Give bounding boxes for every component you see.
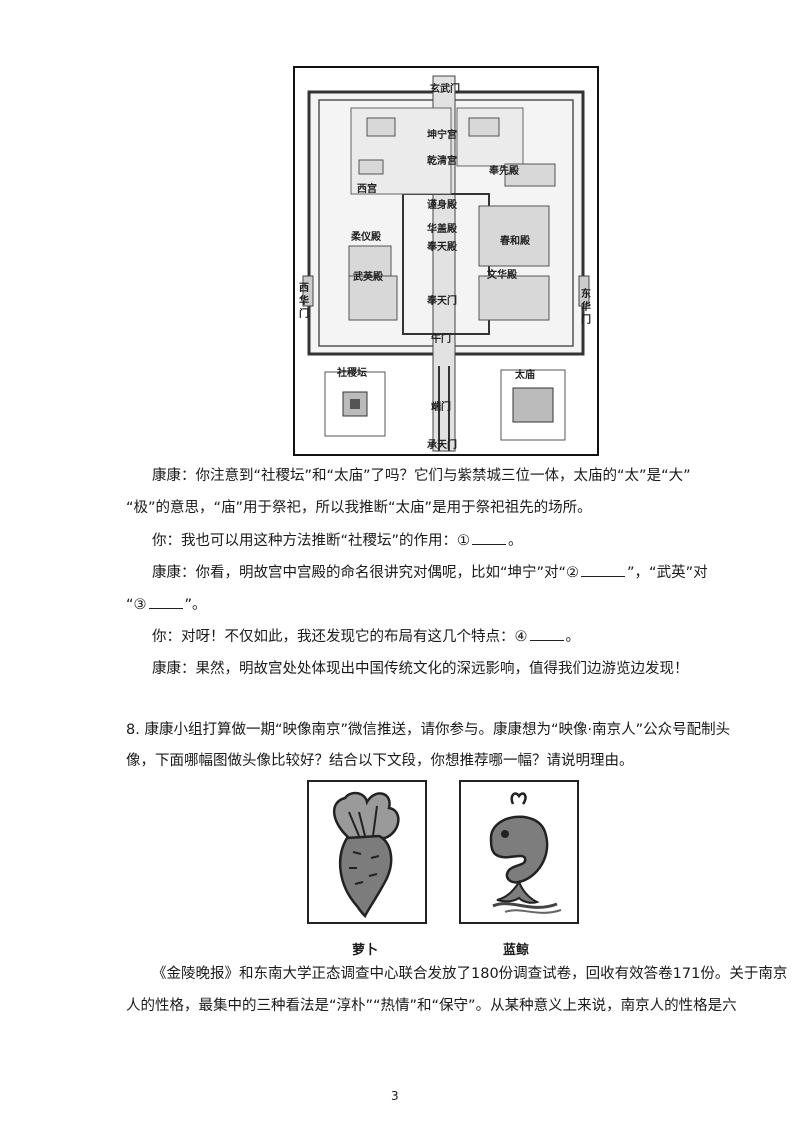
question-8-paragraph-1: 《金陵晚报》和东南大学正态调查中心联合发放了180份调查试卷，回收有效答卷171… [152, 966, 788, 982]
dialogue-text: 康康：你看，明故宫中宫殿的命名很讲究对偶呢，比如“坤宁”对“② [152, 565, 580, 581]
dialogue-text: 。 [565, 629, 581, 645]
dialogue-text: ”。 [184, 597, 207, 613]
dialogue-line-3-cont: “③ ”。 [126, 597, 207, 613]
question-8-paragraph-2: 人的性格，最集中的三种看法是“淳朴”“热情”和“保守”。从某种意义上来说，南京人… [126, 998, 737, 1014]
dialogue-line-4: 你：对呀！不仅如此，我还发现它的布局有这几个特点：④ 。 [152, 629, 580, 645]
question-8-line-2: 像，下面哪幅图做头像比较好？结合以下文段，你想推荐哪一幅？请说明理由。 [126, 753, 634, 769]
question-8-line-1: 8. 康康小组打算做一期“映像南京”微信推送，请你参与。康康想为“映像·南京人”… [126, 722, 731, 738]
caption-radish: 萝卜 [352, 943, 379, 958]
radish-icon [333, 791, 400, 919]
caption-blue-whale: 蓝鲸 [503, 943, 530, 958]
label-rouyi-hall: 柔仪殿 [350, 231, 382, 243]
dialogue-text: 你：我也可以用这种方法推断“社稷坛”的作用：① [152, 533, 471, 549]
label-fengtian-hall: 奉天殿 [426, 240, 458, 253]
label-xihua-gate: 西华门 [299, 283, 309, 320]
label-qianqing-palace: 乾清宫 [427, 154, 457, 167]
blue-whale-avatar-option[interactable] [459, 780, 579, 924]
dialogue-line-2: 你：我也可以用这种方法推断“社稷坛”的作用：① 。 [152, 533, 523, 549]
answer-blank-2[interactable] [581, 565, 626, 577]
dialogue-line-3: 康康：你看，明故宫中宫殿的命名很讲究对偶呢，比如“坤宁”对“② ”，“武英”对 [152, 565, 708, 581]
label-wenhua-hall: 文华殿 [487, 268, 518, 281]
dialogue-line-5: 康康：果然，明故宫处处体现出中国传统文化的深远影响，值得我们边游览边发现！ [152, 661, 689, 677]
palace-map-drawing: 玄武门 坤宁宫 乾清宫 奉先殿 西宫 谨身殿 华盖殿 奉天殿 春和殿 柔仪殿 武… [293, 66, 599, 456]
answer-blank-3[interactable] [148, 597, 183, 609]
answer-blank-1[interactable] [472, 533, 507, 545]
label-wuying-hall: 武英殿 [353, 270, 384, 283]
dialogue-text: “③ [126, 597, 147, 613]
label-huagai-hall: 华盖殿 [427, 222, 458, 235]
label-duan-gate: 端门 [431, 400, 451, 413]
whale-icon [489, 792, 562, 914]
label-sheji-altar: 社稷坛 [336, 366, 367, 379]
label-jinshen-hall: 谨身殿 [427, 198, 458, 211]
dialogue-text: 你：对呀！不仅如此，我还发现它的布局有这几个特点：④ [152, 629, 528, 645]
dialogue-line-1-cont: “极”的意思，“庙”用于祭祀，所以我推断“太庙”是用于祭祀祖先的场所。 [126, 500, 592, 516]
label-fengxian-hall: 奉先殿 [488, 164, 520, 177]
label-donghua-gate: 东华门 [581, 289, 591, 326]
dialogue-text: 。 [508, 533, 523, 549]
label-fengtian-gate: 奉天门 [426, 294, 457, 307]
dialogue-line-1: 康康：你注意到“社稷坛”和“太庙”了吗？它们与紫禁城三位一体，太庙的“太”是“大… [152, 468, 691, 484]
label-west-palace: 西宫 [357, 182, 377, 195]
label-xuanwu-gate: 玄武门 [430, 82, 460, 95]
answer-blank-4[interactable] [529, 629, 564, 641]
ming-palace-map: 玄武门 坤宁宫 乾清宫 奉先殿 西宫 谨身殿 华盖殿 奉天殿 春和殿 柔仪殿 武… [293, 66, 599, 456]
label-taimiao: 太庙 [514, 368, 535, 381]
label-chunhe-hall: 春和殿 [500, 234, 531, 247]
label-kunning-palace: 坤宁宫 [427, 128, 457, 141]
label-chengtian-gate: 承天门 [427, 438, 457, 451]
label-wu-gate: 午门 [431, 332, 451, 345]
page-number: 3 [391, 1089, 399, 1103]
radish-avatar-option[interactable] [307, 780, 427, 924]
dialogue-text: ”，“武英”对 [627, 565, 708, 581]
